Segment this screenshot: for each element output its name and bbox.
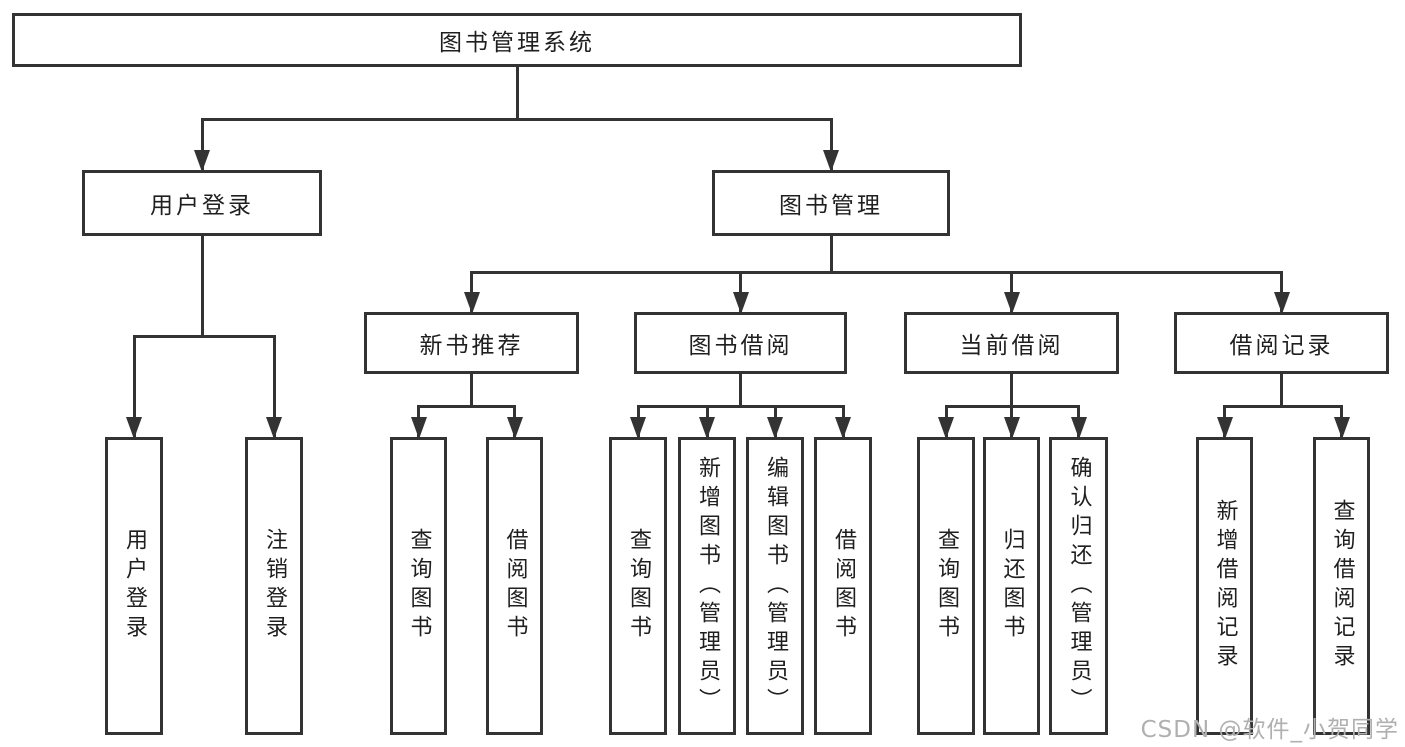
node-label-bb-query-book: 查询图书 [626, 528, 651, 644]
node-book-mgmt: 图书管理 [712, 170, 950, 236]
arrowhead-down-icon [1003, 417, 1020, 439]
node-label-bb-borrow-book: 借阅图书 [831, 528, 856, 644]
node-label-logout: 注销登录 [262, 528, 287, 644]
node-label-book-mgmt: 图书管理 [779, 193, 883, 219]
node-cb-query-book: 查询图书 [917, 437, 975, 735]
connector-drop-logout [272, 336, 276, 437]
node-rec-borrow-book: 借阅图书 [486, 437, 543, 735]
connector-drop-book-mgmt [829, 119, 833, 170]
node-logout: 注销登录 [245, 437, 303, 735]
arrowhead-down-icon [732, 292, 749, 314]
arrowhead-down-icon [194, 150, 210, 172]
connector-bar-user-login [132, 334, 276, 338]
node-bb-add-book: 新增图书（管理员） [678, 437, 736, 735]
arrowhead-down-icon [126, 417, 142, 439]
node-label-cb-return-book: 归还图书 [999, 528, 1025, 644]
connector-bar-book-mgmt [470, 270, 1283, 274]
node-label-current-borrow: 当前借阅 [959, 333, 1064, 359]
node-label-cb-query-book: 查询图书 [934, 528, 959, 644]
node-label-bb-add-book: 新增图书（管理员） [695, 455, 720, 717]
node-label-br-query-record: 查询借阅记录 [1329, 499, 1355, 673]
arrowhead-down-icon [630, 417, 646, 439]
connector-stem-user-login [200, 236, 204, 336]
arrowhead-down-icon [767, 417, 783, 439]
connector-drop-user-login [200, 119, 204, 170]
arrowhead-down-icon [1070, 417, 1087, 439]
node-label-rec-query-book: 查询图书 [406, 528, 432, 644]
node-br-query-record: 查询借阅记录 [1313, 437, 1370, 735]
arrowhead-down-icon [1333, 417, 1350, 439]
node-bb-edit-book: 编辑图书（管理员） [746, 437, 804, 735]
arrowhead-down-icon [410, 417, 427, 439]
node-book-borrow: 图书借阅 [634, 312, 847, 374]
node-login: 用户登录 [105, 437, 163, 735]
node-label-book-borrow: 图书借阅 [688, 333, 793, 359]
node-label-new-book-rec: 新书推荐 [419, 333, 524, 359]
node-current-borrow: 当前借阅 [904, 312, 1119, 374]
node-rec-query-book: 查询图书 [390, 437, 447, 735]
connector-stem-current-borrow [1010, 374, 1013, 406]
connector-stem-book-borrow [739, 374, 742, 406]
arrowhead-down-icon [506, 417, 523, 439]
node-new-book-rec: 新书推荐 [364, 312, 579, 374]
node-cb-confirm: 确认归还（管理员） [1049, 437, 1108, 735]
connector-stem-root [515, 67, 519, 119]
connector-stem-book-mgmt [829, 236, 833, 272]
arrowhead-down-icon [938, 417, 954, 439]
node-label-login: 用户登录 [122, 528, 147, 644]
connector-stem-borrow-record [1280, 374, 1283, 406]
connector-bar-borrow-record [1223, 404, 1343, 408]
node-label-rec-borrow-book: 借阅图书 [502, 528, 528, 644]
connector-bar-book-borrow [636, 404, 845, 408]
node-root: 图书管理系统 [12, 13, 1022, 67]
arrowhead-down-icon [1273, 292, 1290, 314]
node-user-login: 用户登录 [82, 170, 322, 236]
connector-bar-root [200, 117, 833, 121]
arrowhead-down-icon [266, 417, 282, 439]
node-borrow-record: 借阅记录 [1174, 312, 1389, 374]
arrowhead-down-icon [835, 417, 851, 439]
node-br-add-record: 新增借阅记录 [1196, 437, 1253, 735]
arrowhead-down-icon [1003, 292, 1020, 314]
node-label-root: 图书管理系统 [439, 30, 595, 56]
node-bb-borrow-book: 借阅图书 [814, 437, 872, 735]
connector-drop-login [132, 336, 136, 437]
node-cb-return-book: 归还图书 [983, 437, 1040, 735]
node-label-user-login: 用户登录 [150, 193, 254, 219]
connector-stem-new-book-rec [470, 374, 473, 406]
watermark: CSDN @软件_小贺同学 [1140, 717, 1399, 743]
node-label-borrow-record: 借阅记录 [1229, 333, 1334, 359]
arrowhead-down-icon [1216, 417, 1233, 439]
arrowhead-down-icon [823, 150, 839, 172]
arrowhead-down-icon [699, 417, 715, 439]
node-bb-query-book: 查询图书 [609, 437, 667, 735]
node-label-bb-edit-book: 编辑图书（管理员） [763, 455, 788, 717]
node-label-cb-confirm: 确认归还（管理员） [1066, 455, 1092, 717]
connector-bar-new-book-rec [417, 404, 516, 408]
arrowhead-down-icon [463, 292, 480, 314]
node-label-br-add-record: 新增借阅记录 [1212, 499, 1238, 673]
